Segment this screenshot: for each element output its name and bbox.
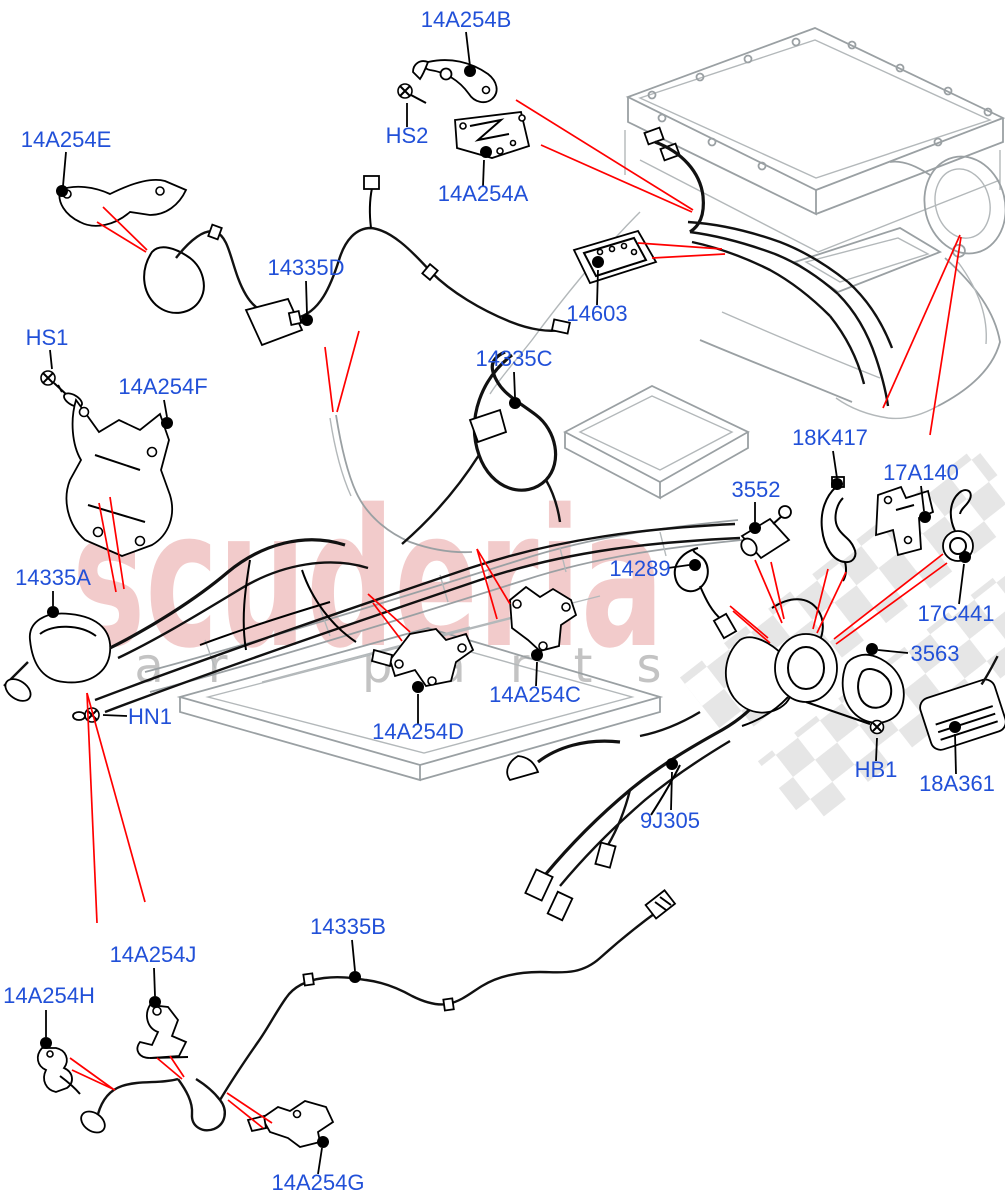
part-label-14335A: 14335A	[15, 565, 91, 590]
bracket-14A254J-drawing	[136, 1004, 189, 1059]
part-label-18A361: 18A361	[919, 771, 995, 796]
part-label-14A254H: 14A254H	[3, 983, 95, 1008]
screw-dots	[647, 37, 993, 171]
pointer-line	[367, 593, 411, 633]
actuator-cluster-drawing	[506, 598, 871, 922]
bracket-14A254F-drawing	[65, 397, 174, 557]
part-3552-drawing	[740, 505, 792, 560]
pointer-line	[102, 206, 148, 251]
bracket-17A140-drawing	[875, 485, 935, 557]
clip-14A254H-drawing	[36, 1047, 81, 1095]
bracket-14A254G-drawing	[246, 1100, 335, 1148]
module-plate-14603-drawing	[572, 229, 658, 285]
pointer-line	[96, 221, 147, 253]
pointer-line	[476, 548, 498, 620]
cable-14335B-drawing	[80, 889, 677, 1134]
harness-14335C-drawing	[94, 350, 741, 714]
part-label-14A254C: 14A254C	[489, 682, 581, 707]
pointer-line	[71, 1069, 116, 1091]
bracket-14A254D-drawing	[370, 628, 475, 687]
part-label-17C441: 17C441	[917, 601, 994, 626]
pointer-line	[637, 242, 723, 250]
part-label-HS2: HS2	[386, 123, 429, 148]
part-label-14335D: 14335D	[267, 255, 344, 280]
part-label-3552: 3552	[732, 477, 781, 502]
pointer-line	[98, 502, 117, 593]
pointer-line	[86, 692, 98, 924]
pointer-line	[227, 1099, 264, 1129]
bracket-14A254A-drawing	[454, 111, 531, 159]
part-label-14289: 14289	[609, 556, 670, 581]
pointer-line	[651, 253, 726, 259]
bracket-14A254B-drawing	[412, 59, 498, 104]
part-labels: 14A254B 14A254E HS2 14A254A 14335D 14603…	[3, 7, 995, 1195]
part-label-9J305: 9J305	[640, 808, 700, 833]
part-14289-drawing	[673, 547, 738, 640]
pointer-line	[336, 330, 360, 413]
pointer-line	[929, 236, 962, 436]
pointer-line	[86, 692, 146, 903]
pointer-line	[324, 346, 334, 413]
pointer-line	[816, 571, 847, 634]
part-label-17A140: 17A140	[883, 460, 959, 485]
plate-3563-drawing	[841, 653, 905, 724]
part-label-HB1: HB1	[855, 757, 898, 782]
leader-lines	[40, 31, 971, 1175]
part-label-HN1: HN1	[128, 704, 172, 729]
part-label-14A254A: 14A254A	[438, 181, 529, 206]
pointer-line	[812, 568, 829, 630]
pointer-line	[754, 559, 783, 624]
part-label-14A254J: 14A254J	[110, 942, 197, 967]
pointer-line	[833, 553, 944, 640]
bolt-HS2-drawing	[397, 83, 427, 104]
pointer-line	[156, 1057, 183, 1080]
pointer-line	[476, 548, 511, 605]
part-label-14A254G: 14A254G	[272, 1170, 365, 1195]
pointer-line	[169, 1055, 185, 1078]
part-label-14603: 14603	[566, 301, 627, 326]
part-label-14A254E: 14A254E	[21, 127, 112, 152]
battery-pack-drawing	[624, 27, 1005, 420]
part-label-14335B: 14335B	[310, 914, 386, 939]
pointer-line	[732, 610, 771, 644]
pointer-line	[835, 562, 948, 645]
bracket-14A254E-drawing	[58, 179, 188, 227]
pointer-line	[540, 144, 693, 213]
part-label-14A254D: 14A254D	[372, 719, 464, 744]
part-label-14335C: 14335C	[475, 346, 552, 371]
part-label-14A254F: 14A254F	[118, 374, 207, 399]
pointer-line	[226, 1092, 273, 1124]
part-label-14A254B: 14A254B	[421, 7, 512, 32]
pointer-line	[770, 561, 785, 620]
part-label-18K417: 18K417	[792, 425, 868, 450]
pointer-line	[69, 1057, 114, 1090]
battery-cables-drawing	[643, 126, 894, 407]
pointer-line	[109, 496, 125, 590]
pointer-line	[372, 602, 403, 642]
cover-18A361-drawing	[919, 655, 1005, 751]
bolt-HB1-drawing	[869, 719, 885, 735]
bracket-14A254C-drawing	[509, 585, 578, 652]
part-label-HS1: HS1	[26, 325, 69, 350]
red-pointer-lines	[69, 99, 962, 1129]
part-label-3563: 3563	[911, 641, 960, 666]
harness-14335D-drawing	[143, 175, 571, 347]
pointer-line	[729, 605, 769, 639]
pointer-line	[882, 234, 961, 409]
pointer-line	[515, 99, 694, 211]
